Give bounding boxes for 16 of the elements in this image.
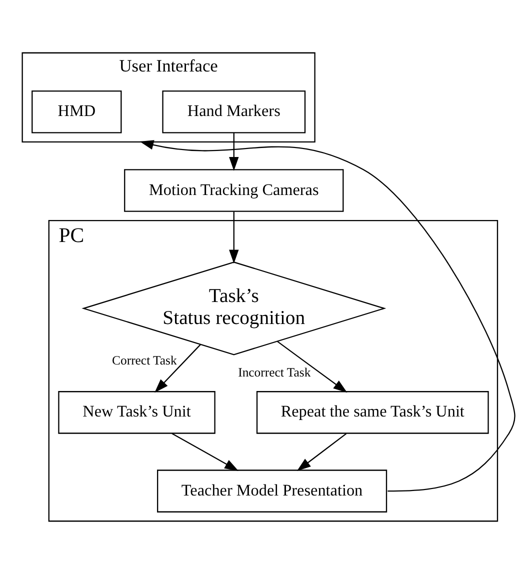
arrow <box>140 140 516 492</box>
node-box: Motion Tracking Cameras <box>124 169 344 212</box>
arrow <box>154 344 201 393</box>
node-box: HMD <box>32 90 122 134</box>
node-box: Repeat the same Task’s Unit <box>256 391 489 434</box>
edge-label: Incorrect Task <box>238 366 311 380</box>
node-box: New Task’s Unit <box>58 391 216 434</box>
arrow <box>229 133 239 171</box>
arrow <box>229 212 239 264</box>
arrow <box>296 433 347 472</box>
edge-label: Correct Task <box>112 353 177 368</box>
node-box: Teacher Model Presentation <box>157 470 388 512</box>
node-box: Hand Markers <box>162 90 306 134</box>
node-diamond: Task’s Status recognition <box>82 262 386 356</box>
arrow <box>277 340 348 393</box>
arrow <box>172 432 239 472</box>
